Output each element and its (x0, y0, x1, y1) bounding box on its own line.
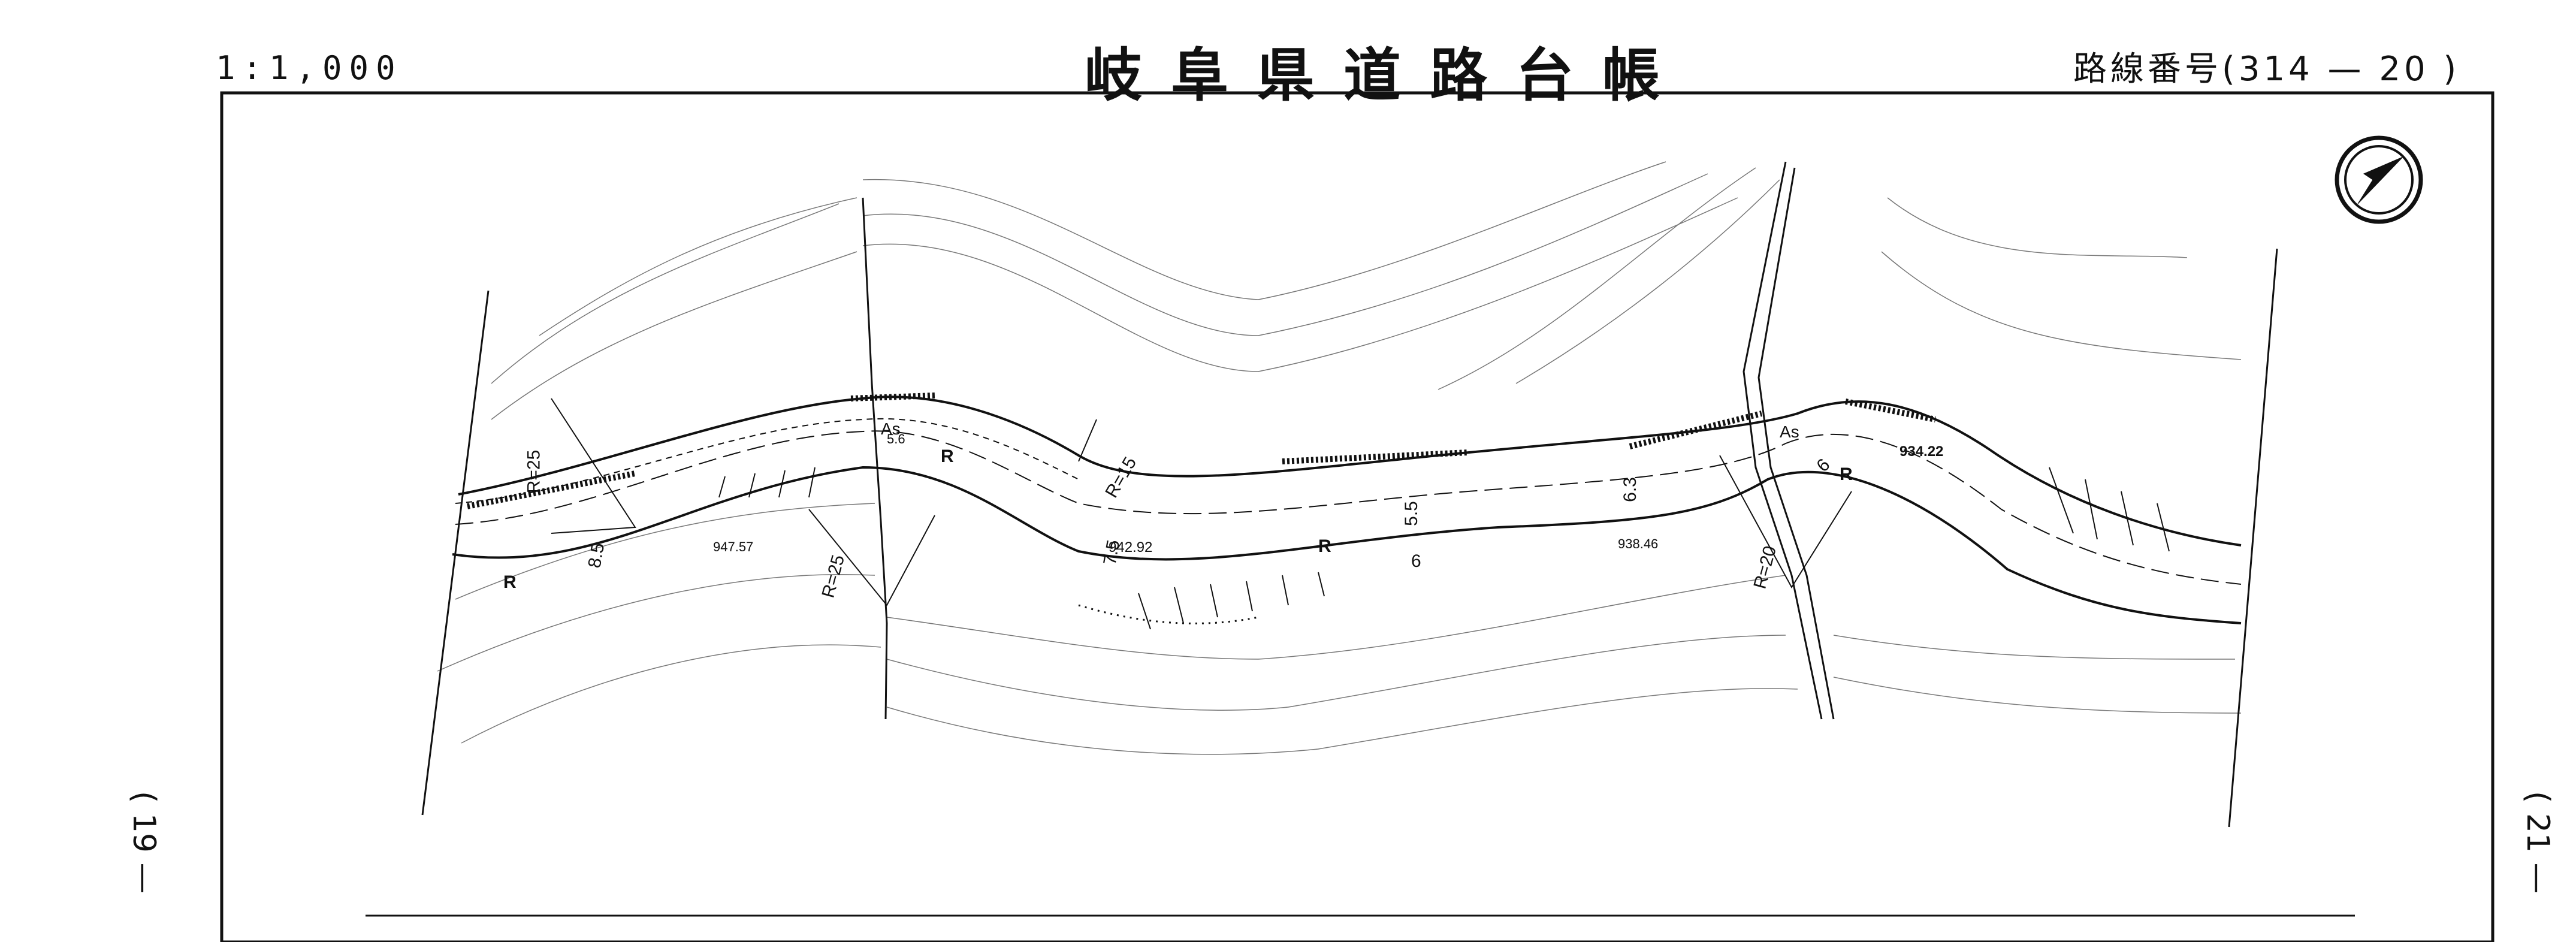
road-edge-north (458, 395, 2242, 547)
width-label-4: 5.5 (1401, 501, 1421, 526)
elevation-label-1: 947.57 (713, 539, 754, 554)
surface-label-2: As (1780, 422, 1799, 441)
page-title: 岐阜県道路台帳 (1085, 41, 1689, 109)
width-label-1: 8.5 (584, 541, 609, 570)
road-label-r-2: R (941, 446, 954, 466)
road-label-r-1: R (503, 572, 517, 592)
width-label-6: 6 (1411, 551, 1421, 571)
width-label-3: 7.5 (1100, 538, 1124, 567)
elevation-label-3: 938.46 (1618, 536, 1659, 551)
width-label-5: 6.3 (1620, 477, 1640, 502)
map-frame (220, 91, 2495, 942)
route-number: 路線番号(314 — 20 ) (2073, 50, 2460, 89)
surface-label-1: As (881, 419, 901, 438)
road-edge-south (452, 466, 2242, 624)
road-label-r-3: R (1318, 536, 1331, 556)
map-scale: 1:1,000 (216, 49, 403, 87)
width-label-2: 5.6 (887, 431, 905, 446)
road-label-r-4: R (1840, 464, 1853, 484)
road-centerline (455, 430, 2242, 585)
radius-label-r25-left: R=25 (524, 449, 544, 494)
north-arrow-icon (2335, 135, 2423, 224)
elevation-label-2: 942.92 (1109, 539, 1153, 555)
elevation-label-4: 934.22 (1899, 443, 1944, 460)
